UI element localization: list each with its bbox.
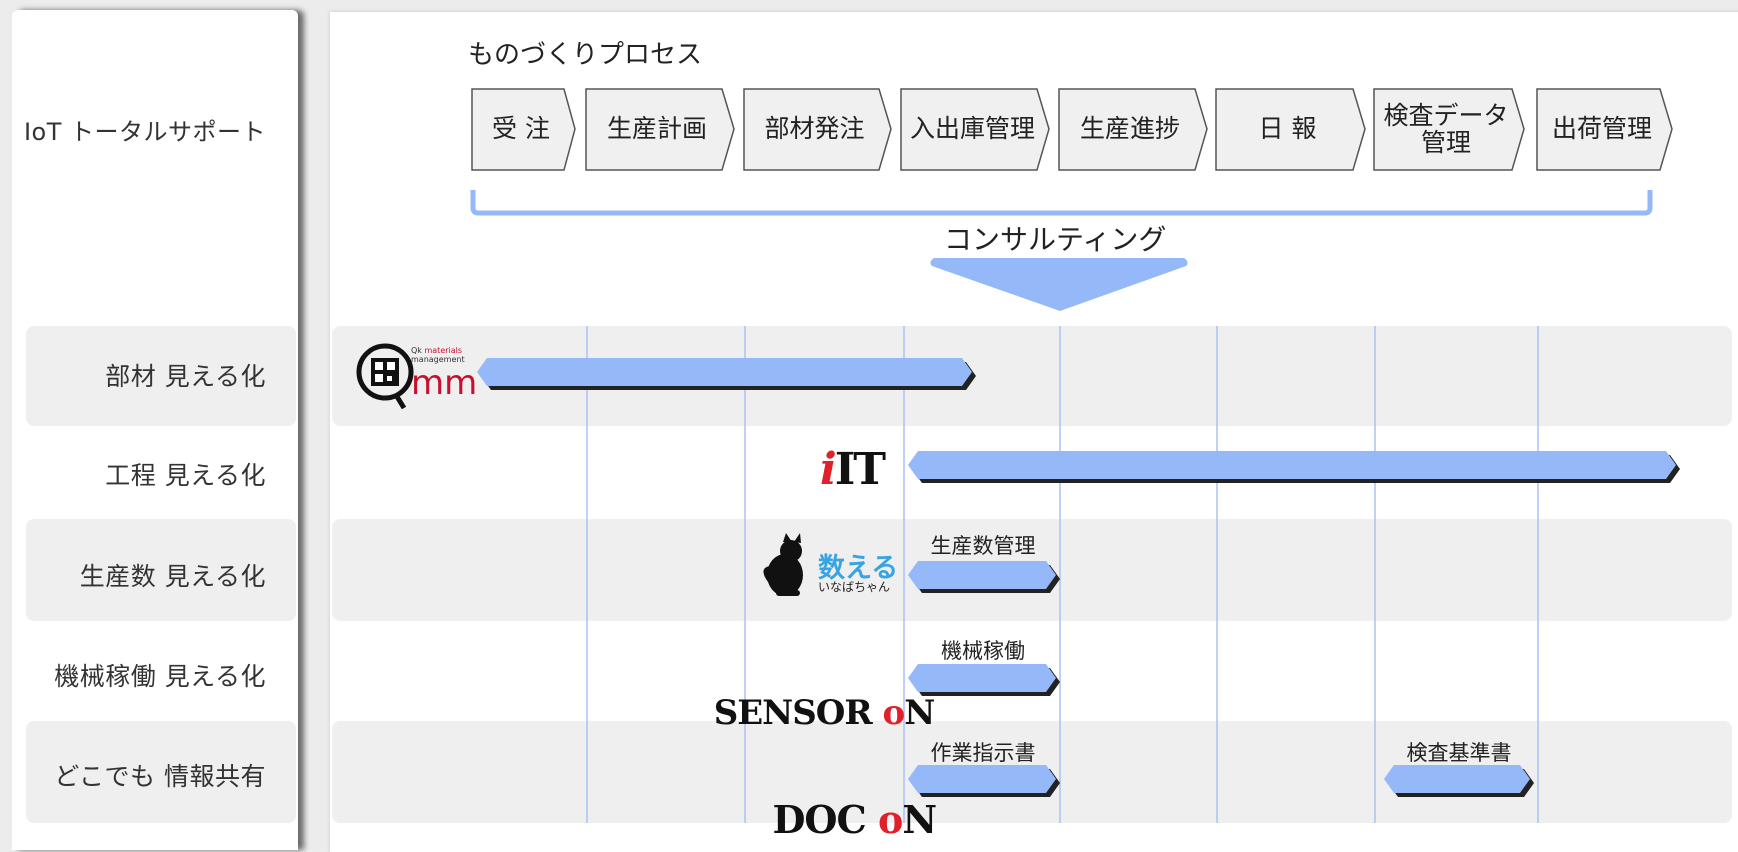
sensoron-logo: SENSOR oN [692, 653, 936, 733]
row-label-dokodemo: どこでも 情報共有 [54, 762, 266, 791]
kazoeru-logo-sub: いなばちゃん [818, 580, 891, 594]
step-label: 受 注 [492, 114, 550, 144]
grid-lines [586, 326, 1539, 823]
left-band-buzai [26, 326, 296, 426]
sensoron-b: N [904, 693, 935, 733]
kazoeru-logo-text: 数える [818, 553, 899, 584]
iit-logo: iIT [820, 444, 886, 495]
bar-label-kensa: 検査基準書 [1406, 741, 1512, 765]
cat-icon [763, 533, 803, 596]
chevron-step [1215, 88, 1366, 171]
chevron-step [900, 88, 1050, 171]
qmm-logo-icon [356, 343, 414, 410]
docon-o: o [878, 797, 903, 842]
bar-sagyou [908, 765, 1056, 793]
bar-iit [908, 451, 1676, 479]
chevron-step [1058, 88, 1208, 171]
step-label: 生産計画 [606, 114, 707, 144]
qmm-logo-sub: Qk materials management [411, 346, 465, 364]
qmm-sub-materials: materials [424, 346, 463, 355]
step-label: 部材発注 [764, 114, 865, 144]
chevron-step [1373, 88, 1525, 171]
qmm-sub-q: Qk [411, 346, 422, 355]
qmm-logo-text: mm [411, 363, 478, 403]
step-label: 日 報 [1258, 114, 1317, 144]
iit-logo-name: IT [834, 444, 886, 495]
bar-qmm [477, 358, 972, 386]
chevron-step [471, 88, 576, 171]
chevron-step [585, 88, 735, 171]
process-title: ものづくりプロセス [468, 40, 703, 70]
docon-logo: DOC oN [748, 752, 937, 842]
bar-label-seisansu: 生産数管理 [930, 534, 1036, 558]
row-label-kikai: 機械稼働 見える化 [54, 662, 266, 691]
sensoron-a: SENSOR [713, 693, 883, 733]
bar-seisansu [908, 561, 1056, 589]
left-band-seisansu [26, 519, 296, 621]
step-label: 生産進捗 [1079, 114, 1180, 144]
consulting-bracket [470, 190, 1653, 216]
chevron-step [743, 88, 892, 171]
consulting-arrow [930, 258, 1188, 311]
process-chevrons [471, 88, 1673, 171]
bars [477, 358, 1680, 797]
bar-kensa [1384, 765, 1530, 793]
row-label-buzai: 部材 見える化 [105, 362, 266, 391]
iit-logo-prefix: i [820, 444, 837, 495]
consulting-label: コンサルティング [944, 223, 1167, 256]
step-label: 出荷管理 [1551, 114, 1652, 144]
chevron-step [1536, 88, 1673, 171]
left-panel [12, 10, 298, 850]
bar-label-kikai: 機械稼働 [941, 639, 1025, 663]
qmm-sub-management: management [411, 355, 465, 364]
row-label-iot: IoT トータルサポート [23, 118, 266, 146]
step-label: 検査データ 管理 [1383, 101, 1509, 157]
row-label-koutei: 工程 見える化 [105, 461, 266, 490]
step-label: 入出庫管理 [909, 114, 1035, 144]
bar-label-sagyou: 作業指示書 [930, 741, 1036, 765]
docon-b: N [902, 797, 937, 842]
bar-kikai [908, 664, 1056, 692]
sensoron-o: o [882, 693, 906, 733]
row-label-seisansu: 生産数 見える化 [79, 562, 266, 591]
docon-a: DOC [772, 797, 878, 842]
left-band-dokodemo [26, 721, 296, 823]
